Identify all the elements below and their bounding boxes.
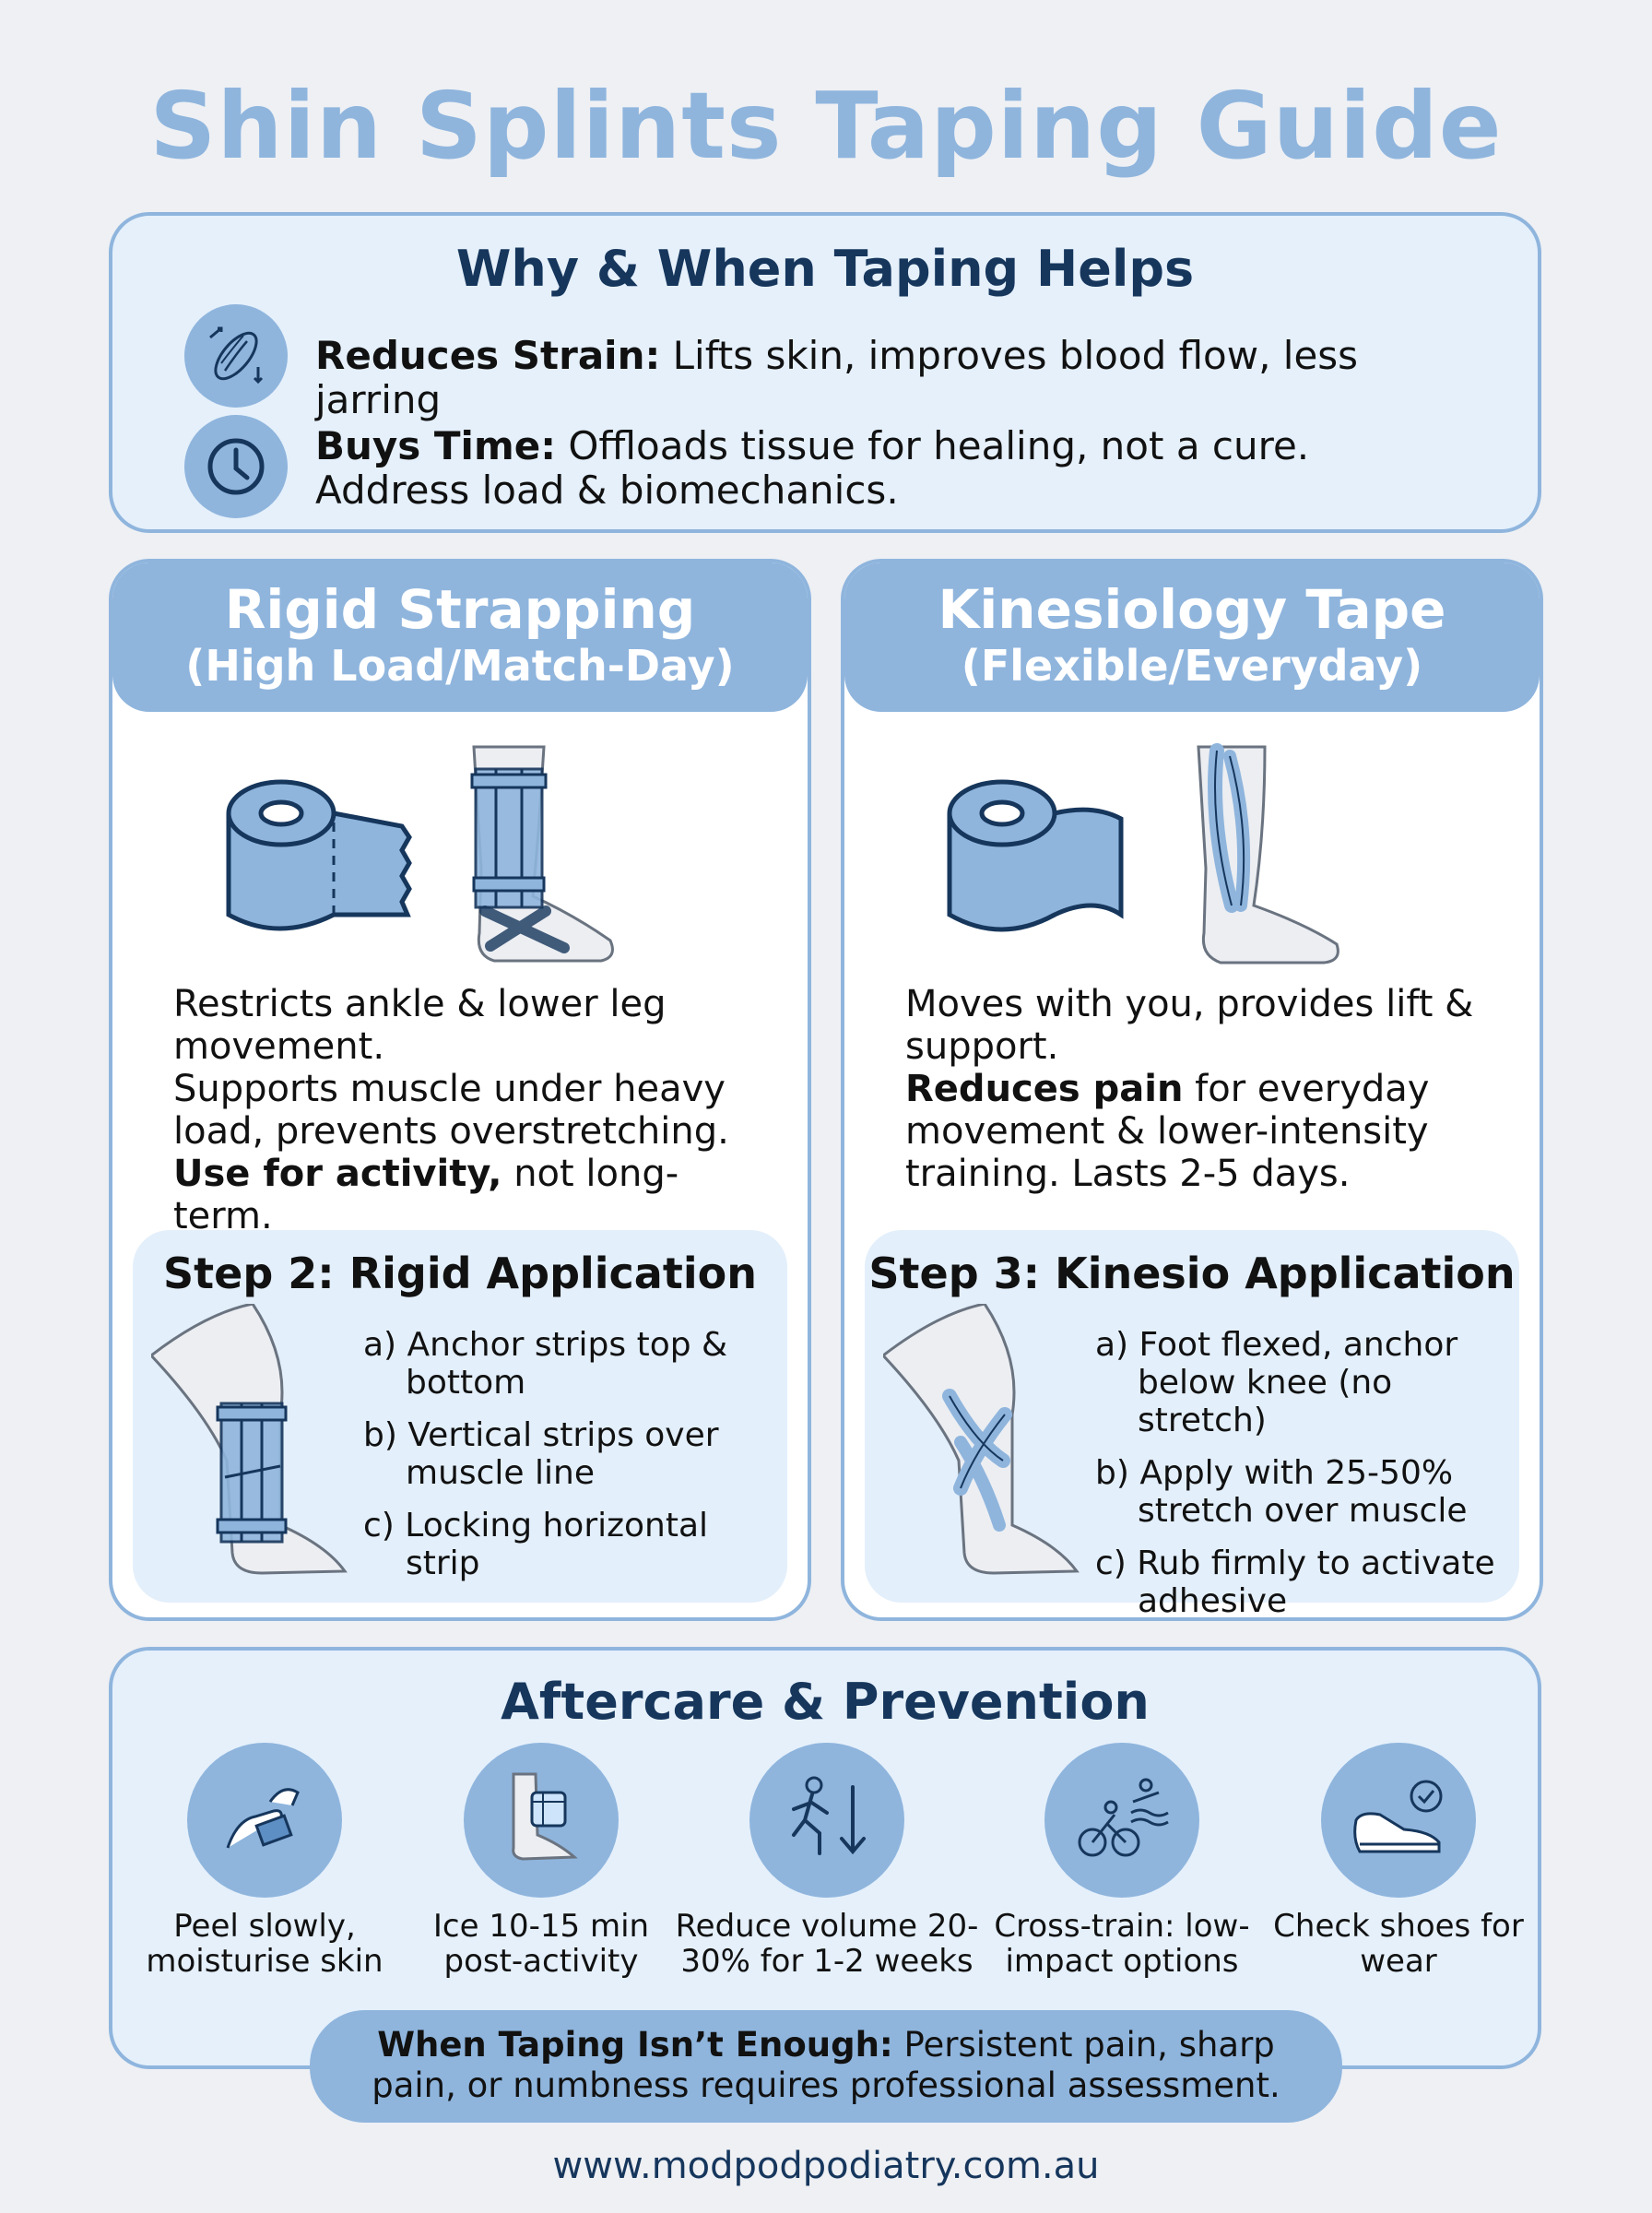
rigid-desc-2: Supports muscle under heavy load, preven…	[173, 1068, 729, 1153]
strain-label: Reduces Strain:	[315, 333, 661, 378]
warning-banner: When Taping Isn’t Enough: Persistent pai…	[310, 2010, 1342, 2123]
kinesio-step-b: b) Apply with 25-50% stretch over muscle	[1095, 1454, 1468, 1530]
reduce-label: Reduce volume 20-30% for 1-2 weeks	[675, 1908, 979, 1980]
kinesio-description: Moves with you, provides lift & support.…	[905, 983, 1504, 1195]
kinesiology-tape-card: Kinesiology Tape (Flexible/Everyday) Mov…	[841, 559, 1543, 1621]
rigid-desc-bold: Use for activity,	[173, 1153, 502, 1195]
rigid-strapped-leg-icon	[470, 745, 614, 963]
rigid-step-panel: Step 2: Rigid Application a) Anchor stri…	[133, 1230, 787, 1603]
rigid-steps-list: a) Anchor strips top & bottom b) Vertica…	[363, 1326, 787, 1597]
aftercare-heading: Aftercare & Prevention	[501, 1673, 1150, 1731]
why-row-strain: Reduces Strain: Lifts skin, improves blo…	[184, 304, 1440, 422]
kinesio-tape-roll-icon	[947, 779, 1124, 932]
kinesio-step-c: c) Rub firmly to activate adhesive	[1095, 1544, 1495, 1620]
rigid-tape-roll-icon	[226, 779, 412, 931]
time-desc: Offloads tissue for healing, not a cure.…	[315, 423, 1310, 513]
run-reduce-icon	[749, 1743, 904, 1898]
cross-train-icon	[1044, 1743, 1199, 1898]
aftercare-panel: Aftercare & Prevention Peel slowly, mois…	[109, 1647, 1541, 2069]
peel-tape-icon	[187, 1743, 342, 1898]
rigid-strapping-card: Rigid Strapping (High Load/Match-Day) Re…	[109, 559, 811, 1621]
kinesio-application-leg-icon	[880, 1302, 1086, 1599]
why-row-time: Buys Time: Offloads tissue for healing, …	[184, 415, 1440, 518]
kinesio-desc-1: Moves with you, provides lift & support.	[905, 983, 1474, 1068]
why-when-panel: Why & When Taping Helps Reduces Strain: …	[109, 212, 1541, 533]
clock-icon	[184, 415, 288, 518]
warning-label: When Taping Isn’t Enough:	[377, 2025, 893, 2065]
kinesio-taped-leg-icon	[1197, 743, 1339, 964]
rigid-step-b: b) Vertical strips over muscle line	[363, 1416, 719, 1492]
aftercare-item-peel: Peel slowly, moisturise skin	[112, 1743, 417, 1979]
rigid-subtitle: (High Load/Match-Day)	[185, 641, 735, 691]
shoes-label: Check shoes for wear	[1273, 1908, 1524, 1980]
strain-text: Reduces Strain: Lifts skin, improves blo…	[315, 334, 1440, 422]
time-text: Buys Time: Offloads tissue for healing, …	[315, 424, 1440, 513]
time-label: Buys Time:	[315, 423, 557, 468]
kinesio-step-a: a) Foot flexed, anchor below knee (no st…	[1095, 1326, 1458, 1439]
page-title: Shin Splints Taping Guide	[149, 72, 1503, 180]
kinesio-step-panel: Step 3: Kinesio Application a) Foot flex…	[865, 1230, 1519, 1617]
rigid-step-title: Step 2: Rigid Application	[163, 1249, 757, 1298]
rigid-illustration	[112, 730, 808, 970]
kinesio-step-title: Step 3: Kinesio Application	[868, 1249, 1516, 1298]
kinesio-desc-bold: Reduces pain	[905, 1068, 1184, 1110]
ice-foot-icon	[464, 1743, 619, 1898]
aftercare-item-cross-train: Cross-train: low-impact options	[970, 1743, 1274, 1979]
ice-label: Ice 10-15 min post-activity	[432, 1908, 650, 1980]
kinesio-header: Kinesiology Tape (Flexible/Everyday)	[844, 562, 1540, 712]
aftercare-item-shoes: Check shoes for wear	[1246, 1743, 1551, 1979]
rigid-step-c: c) Locking horizontal strip	[363, 1507, 709, 1582]
why-heading: Why & When Taping Helps	[455, 240, 1195, 298]
strain-desc: Lifts skin, improves blood flow, less ja…	[315, 333, 1359, 422]
kinesio-steps-list: a) Foot flexed, anchor below knee (no st…	[1095, 1326, 1519, 1620]
shoe-check-icon	[1321, 1743, 1476, 1898]
rigid-header: Rigid Strapping (High Load/Match-Day)	[112, 562, 808, 712]
warning-text: Persistent pain, sharp pain, or numbness…	[372, 2025, 1280, 2105]
website-link[interactable]: www.modpodpodiatry.com.au	[552, 2145, 1100, 2187]
rigid-desc-1: Restricts ankle & lower leg movement.	[173, 983, 667, 1068]
kinesio-illustration	[844, 730, 1540, 970]
rigid-step-a: a) Anchor strips top & bottom	[363, 1326, 728, 1402]
muscle-icon	[184, 304, 288, 408]
kinesio-desc-2: for everyday movement & lower-intensity …	[905, 1068, 1430, 1195]
rigid-description: Restricts ankle & lower leg movement. Su…	[173, 983, 773, 1237]
kinesio-title: Kinesiology Tape	[938, 578, 1446, 641]
rigid-title: Rigid Strapping	[224, 578, 696, 641]
kinesio-subtitle: (Flexible/Everyday)	[961, 641, 1423, 691]
aftercare-item-reduce: Reduce volume 20-30% for 1-2 weeks	[675, 1743, 979, 1979]
cross-train-label: Cross-train: low-impact options	[994, 1908, 1250, 1980]
aftercare-item-ice: Ice 10-15 min post-activity	[389, 1743, 693, 1979]
rigid-application-leg-icon	[148, 1302, 354, 1599]
peel-label: Peel slowly, moisturise skin	[146, 1908, 384, 1980]
